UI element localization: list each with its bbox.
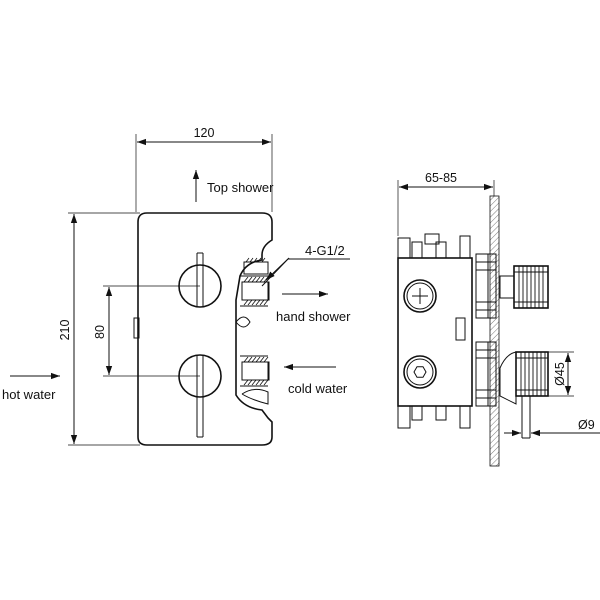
faceplate xyxy=(137,212,273,446)
depth-dimension-label: 65-85 xyxy=(425,171,457,185)
spindle-diameter-dimension: Ø9 xyxy=(504,418,600,437)
top-valve-handle xyxy=(178,252,222,308)
lower-handle-side xyxy=(499,351,549,439)
outlet-top xyxy=(241,276,270,306)
upper-handle-side xyxy=(499,265,549,309)
connection-label: 4-G1/2 xyxy=(305,243,345,258)
valve-box xyxy=(397,233,473,429)
outlet-bottom xyxy=(241,356,270,386)
width-dimension-label: 120 xyxy=(194,126,215,140)
width-dimension: 120 xyxy=(135,126,273,212)
lower-collar xyxy=(475,341,497,407)
hot-water-label: hot water xyxy=(2,387,56,402)
connection-leader xyxy=(261,258,350,287)
handle-diameter-label: Ø45 xyxy=(553,362,567,386)
side-view: 65-85 xyxy=(397,171,600,467)
depth-dimension: 65-85 xyxy=(397,171,495,236)
spacing-dimension: 80 xyxy=(93,285,200,377)
front-view: 120 210 80 xyxy=(2,126,351,446)
height-dimension-label: 210 xyxy=(58,320,72,341)
faceplate-slot xyxy=(133,317,140,339)
spindle-diameter-label: Ø9 xyxy=(578,418,595,432)
hand-shower-label: hand shower xyxy=(276,309,351,324)
handle-diameter-dimension: Ø45 xyxy=(548,351,574,397)
upper-collar xyxy=(475,253,497,319)
wall-section xyxy=(489,195,500,467)
height-dimension: 210 xyxy=(58,212,140,446)
valve-body-outline xyxy=(235,275,269,405)
inlet-cross-cap xyxy=(403,279,437,313)
outlet-top-upper xyxy=(243,257,269,275)
spacing-dimension-label: 80 xyxy=(93,325,107,339)
top-shower-label: Top shower xyxy=(207,180,274,195)
cold-water-label: cold water xyxy=(288,381,348,396)
bottom-valve-handle xyxy=(178,354,222,438)
inlet-hex-cap xyxy=(403,355,437,389)
